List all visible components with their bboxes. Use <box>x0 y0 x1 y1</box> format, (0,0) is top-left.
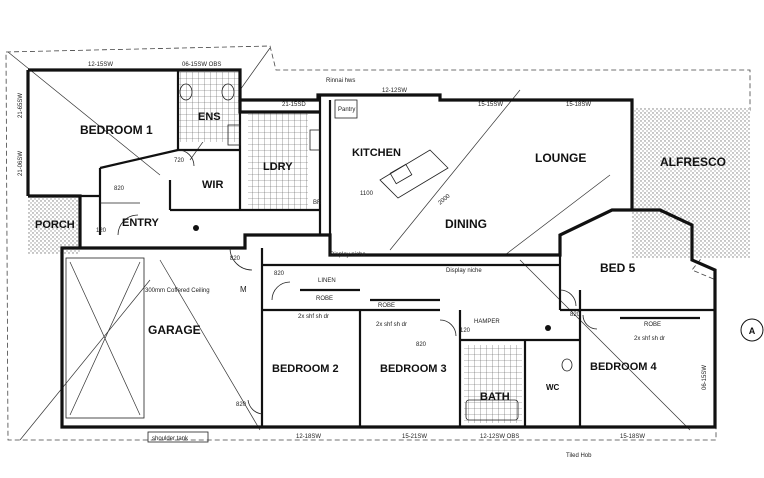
room-bedroom-2: BEDROOM 2 <box>272 363 339 375</box>
room-alfresco: ALFRESCO <box>660 155 726 169</box>
room-bath: BATH <box>480 391 510 403</box>
room-ens: ENS <box>198 111 221 123</box>
window-bottom-1: 12-18SW <box>296 434 321 440</box>
window-top-5: 15-15SW <box>478 102 503 108</box>
door-820-e: 820 <box>236 402 247 408</box>
roof-outline <box>5 45 751 441</box>
note-rinnai: Rinnai hws <box>326 78 355 84</box>
window-top-4: 12-12SW <box>382 88 407 94</box>
room-garage: GARAGE <box>148 323 201 337</box>
window-top-3: 21-15SD <box>282 102 306 108</box>
room-kitchen: KITCHEN <box>352 147 401 159</box>
window-right-1: 06-15SW <box>702 365 708 390</box>
label-pantry: Pantry <box>338 107 355 113</box>
window-bottom-3: 12-12SW OBS <box>480 434 519 440</box>
ens-tiles <box>178 72 240 142</box>
label-br: BR <box>313 200 322 206</box>
note-tiled-hob: Tiled Hob <box>566 453 592 459</box>
window-bottom-4: 15-18SW <box>620 434 645 440</box>
interior-walls <box>28 70 715 427</box>
note-2000: 2000 <box>437 193 452 207</box>
note-meter: M <box>240 285 247 294</box>
section-marker: A <box>740 318 764 342</box>
room-bedroom-1: BEDROOM 1 <box>80 123 153 137</box>
room-lounge: LOUNGE <box>535 151 586 165</box>
door-820-c: 820 <box>274 271 285 277</box>
room-bedroom-4: BEDROOM 4 <box>590 361 658 373</box>
bath-tiles <box>464 345 522 423</box>
fixtures <box>65 83 598 443</box>
label-linen: LINEN <box>318 278 336 284</box>
note-1100: 1100 <box>360 191 374 197</box>
window-left-2: 21-06SW <box>18 151 24 176</box>
door-720: 720 <box>174 158 185 164</box>
door-120-b: 120 <box>460 328 471 334</box>
door-820-a: 820 <box>114 186 125 192</box>
porch-area <box>28 196 80 254</box>
room-ldry: LDRY <box>263 161 293 173</box>
window-top-1: 12-15SW <box>88 62 113 68</box>
label-robe-3: ROBE <box>378 303 395 309</box>
door-120-a: 120 <box>96 228 107 234</box>
room-porch: PORCH <box>35 219 75 231</box>
window-left-1: 21-65SW <box>18 93 24 118</box>
window-bottom-2: 15-21SW <box>402 434 427 440</box>
ldry-tiles <box>248 112 308 210</box>
room-wir: WIR <box>202 179 223 191</box>
note-shelf-3: 2x shf sh dr <box>376 322 407 328</box>
window-top-2: 06-15SW OBS <box>182 62 221 68</box>
door-820-f: 820 <box>416 342 427 348</box>
label-hamper: HAMPER <box>474 319 500 325</box>
door-820-b: 820 <box>230 256 241 262</box>
window-top-6: 15-18SW <box>566 102 591 108</box>
note-display-niche-2: Display niche <box>446 268 482 274</box>
note-ceiling: 300mm Coffered Ceiling <box>145 288 210 294</box>
door-820-d: 820 <box>570 312 581 318</box>
note-shelf-4: 2x shf sh dr <box>634 336 665 342</box>
label-robe-4: ROBE <box>644 322 661 328</box>
note-shoulder-tank: shoulder tank <box>152 436 189 442</box>
room-entry: ENTRY <box>122 217 160 229</box>
label-robe-2: ROBE <box>316 296 333 302</box>
room-bedroom-3: BEDROOM 3 <box>380 363 447 375</box>
note-display-niche-1: Display niche <box>330 252 366 258</box>
room-wc: WC <box>546 383 560 392</box>
room-dining: DINING <box>445 217 487 231</box>
room-bed-5: BED 5 <box>600 261 636 275</box>
section-marker-label: A <box>749 326 756 336</box>
note-shelf-2: 2x shf sh dr <box>298 314 329 320</box>
